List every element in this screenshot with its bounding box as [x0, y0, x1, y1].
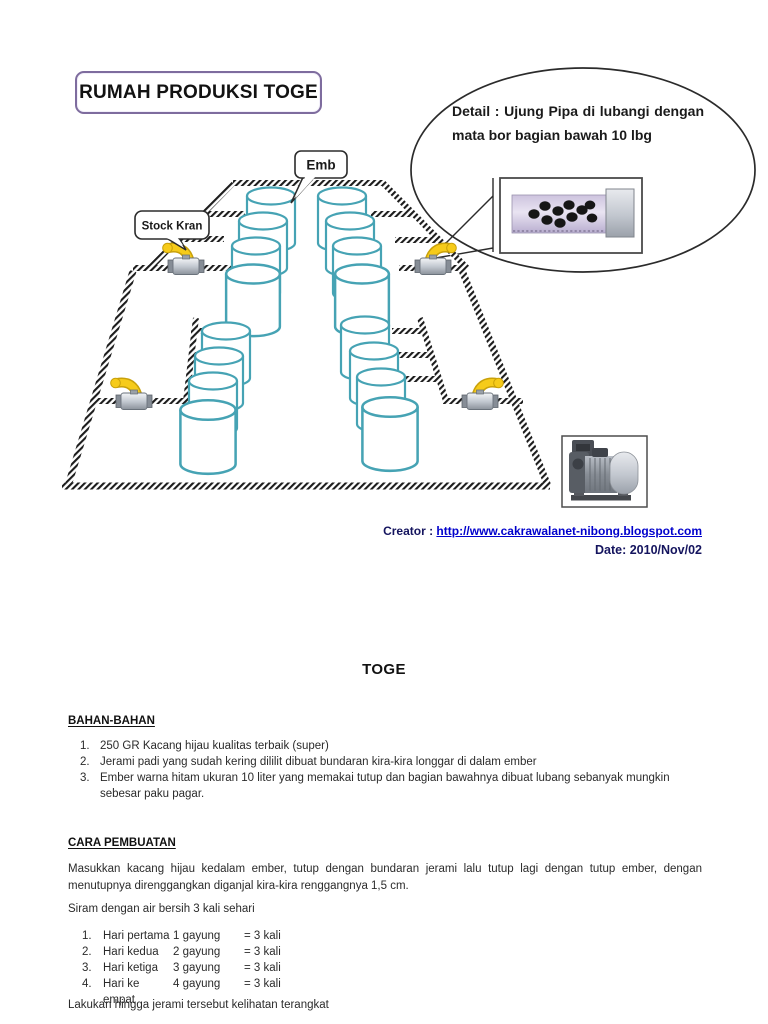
list-item: 1. 250 GR Kacang hijau kualitas terbaik … [80, 738, 712, 754]
row-number: 1. [82, 930, 92, 942]
row-number: 2. [82, 946, 92, 958]
row-day: Hari ke empat [103, 978, 140, 1006]
list-item: 2. Jerami padi yang sudah kering dililit… [80, 754, 712, 770]
row-day: Hari ketiga [103, 962, 158, 974]
stock-kran-callout: Stock Kran [134, 210, 210, 251]
creator-line: Creator : http://www.cakrawalanet-nibong… [383, 524, 702, 538]
valve-icon [415, 243, 456, 274]
row-frequency: = 3 kali [244, 946, 281, 958]
pump-image [561, 435, 648, 508]
cara-heading: CARA PEMBUATAN [68, 837, 176, 849]
creator-url-link[interactable]: http://www.cakrawalanet-nibong.blogspot.… [436, 524, 702, 538]
row-amount: 4 gayung [173, 978, 221, 990]
row-number: 3. [82, 962, 92, 974]
floor-outline [62, 266, 552, 490]
cara-paragraph: Masukkan kacang hijau kedalam ember, tut… [68, 863, 702, 892]
row-amount: 1 gayung [173, 930, 221, 942]
creator-label: Creator : [383, 524, 434, 538]
stock-kran-label: Stock Kran [142, 221, 203, 233]
watering-intro: Siram dengan air bersih 3 kali sehari [68, 903, 255, 915]
toge-production-diagram: Emb Stock Kran [62, 67, 756, 508]
bucket-clusters [179, 186, 419, 476]
pipe-detail-inset [499, 177, 643, 254]
valve-icon [462, 378, 503, 409]
watering-schedule: 1. Hari pertama 1 gayung = 3 kali 2. Har… [82, 928, 281, 1008]
bucket [179, 398, 237, 476]
row-number: 4. [82, 978, 92, 990]
bucket [361, 395, 419, 473]
row-amount: 2 gayung [173, 946, 221, 958]
row-frequency: = 3 kali [244, 962, 281, 974]
item-text: Ember warna hitam ukuran 10 liter yang m… [100, 772, 670, 800]
bahan-heading: BAHAN-BAHAN [68, 715, 155, 727]
page-title: RUMAH PRODUKSI TOGE [79, 81, 318, 103]
detail-note: Detail : Ujung Pipa di lubangi dengan ma… [452, 103, 704, 143]
bahan-list: 1. 250 GR Kacang hijau kualitas terbaik … [80, 738, 712, 802]
emb-callout: Emb [290, 150, 348, 204]
item-text: Jerami padi yang sudah kering dililit di… [100, 756, 537, 768]
valve-icon [111, 378, 152, 409]
row-frequency: = 3 kali [244, 978, 281, 990]
drill-holes [528, 200, 598, 228]
item-number: 1. [80, 740, 90, 752]
schedule-row: 3. Hari ketiga 3 gayung = 3 kali [82, 960, 281, 976]
item-number: 2. [80, 756, 90, 768]
detail-ellipse [410, 67, 756, 273]
item-text: 250 GR Kacang hijau kualitas terbaik (su… [100, 740, 329, 752]
title-banner: RUMAH PRODUKSI TOGE [75, 71, 322, 114]
closing-note: Lakukan hingga jerami tersebut kelihatan… [68, 999, 329, 1011]
row-day: Hari pertama [103, 930, 170, 942]
row-amount: 3 gayung [173, 962, 221, 974]
item-number: 3. [80, 772, 90, 784]
row-day: Hari kedua [103, 946, 159, 958]
main-heading: TOGE [362, 661, 406, 678]
row-frequency: = 3 kali [244, 930, 281, 942]
emb-label: Emb [306, 158, 335, 173]
schedule-row: 1. Hari pertama 1 gayung = 3 kali [82, 928, 281, 944]
schedule-row: 2. Hari kedua 2 gayung = 3 kali [82, 944, 281, 960]
date-line: Date: 2010/Nov/02 [594, 543, 702, 557]
list-item: 3. Ember warna hitam ukuran 10 liter yan… [80, 770, 712, 802]
schedule-row: 4. Hari ke empat 4 gayung = 3 kali [82, 976, 281, 1008]
